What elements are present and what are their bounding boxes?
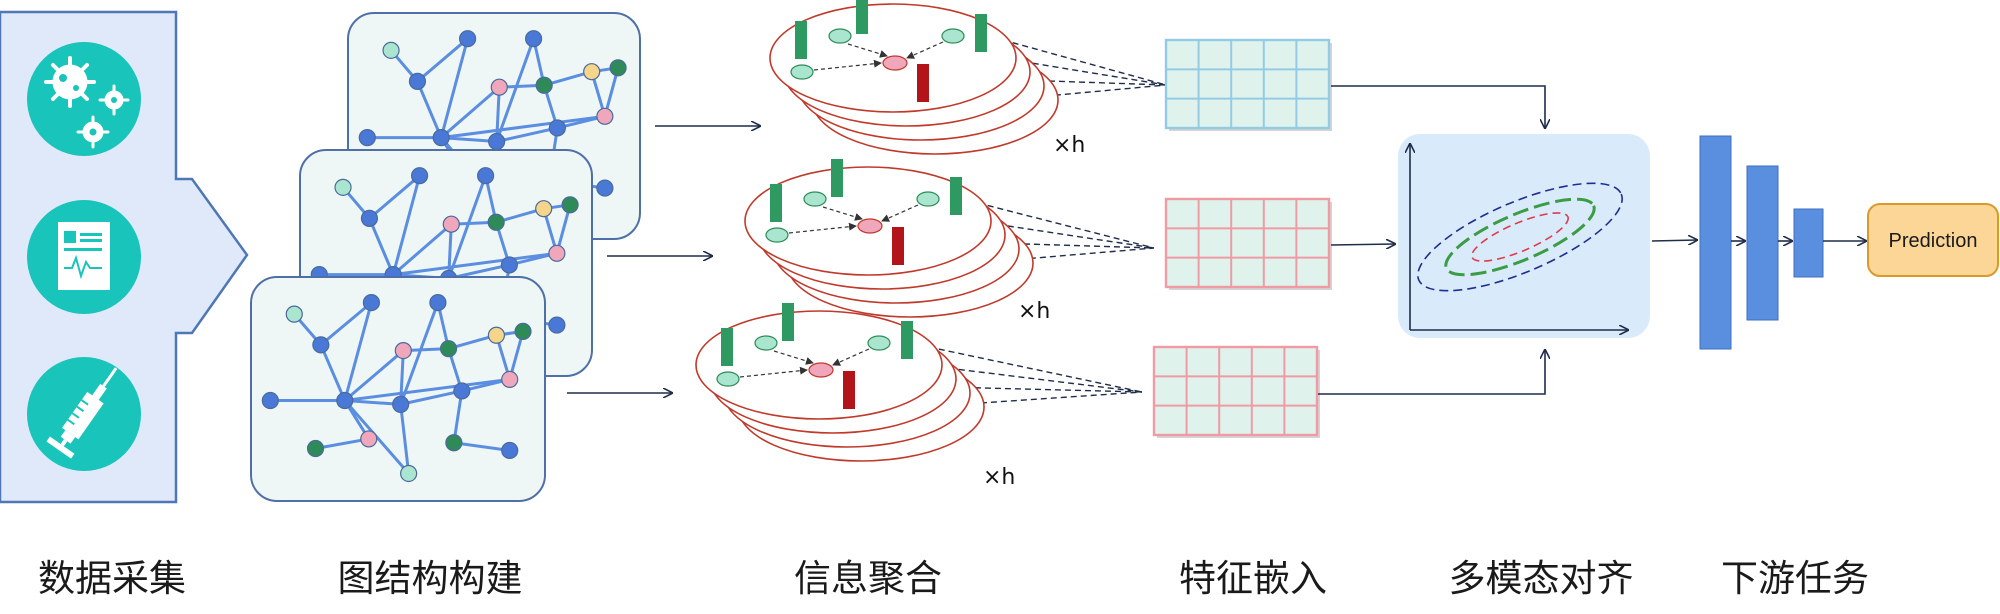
graph-node xyxy=(583,63,601,81)
prediction-label: Prediction xyxy=(1889,230,1978,252)
aggregation-stack: ×h xyxy=(744,159,1155,324)
graph-node xyxy=(306,439,325,458)
embedding-grids xyxy=(1152,38,1332,438)
graph-node xyxy=(477,167,495,185)
graph-node xyxy=(392,395,410,413)
graph-node xyxy=(360,430,378,448)
graph-node xyxy=(261,391,279,410)
graph-node xyxy=(400,464,418,483)
graph-node xyxy=(490,78,508,96)
graph-node xyxy=(514,322,532,340)
graph-node xyxy=(459,30,477,48)
stage-label-data-collection: 数据采集 xyxy=(38,557,186,600)
graph-node xyxy=(360,209,379,227)
graph-structures xyxy=(250,12,641,502)
graph-card xyxy=(250,276,546,502)
graph-node xyxy=(442,215,460,233)
graph-node xyxy=(358,129,376,147)
graph-node xyxy=(487,213,505,231)
graph-node xyxy=(524,30,543,48)
stage-label-embedding: 特征嵌入 xyxy=(1179,557,1327,600)
alignment-plot xyxy=(1398,134,1650,338)
syringe-icon xyxy=(27,357,141,471)
graph-node xyxy=(596,179,614,197)
graph-node xyxy=(596,107,614,125)
graph-node xyxy=(488,132,506,151)
graph-node xyxy=(548,119,566,137)
graph-node xyxy=(445,434,463,452)
graph-node xyxy=(453,382,471,400)
graph-node xyxy=(535,200,553,218)
graph-node xyxy=(548,244,566,262)
graph-node xyxy=(501,370,519,388)
graph-node xyxy=(411,167,429,185)
alignment-to-task-arrow xyxy=(1651,240,1697,241)
graph-node xyxy=(432,129,450,147)
prediction-box: Prediction xyxy=(1867,203,1999,277)
graph-node xyxy=(561,196,579,214)
graph-node xyxy=(382,41,400,59)
graph-to-aggregation-arrows xyxy=(567,126,760,393)
graph-node xyxy=(439,340,458,358)
graph-node xyxy=(535,76,553,94)
stage-label-downstream-task: 下游任务 xyxy=(1721,557,1869,600)
medical-record-icon xyxy=(27,200,141,314)
aggregation-stack: ×h xyxy=(695,303,1143,490)
heads-label: ×h xyxy=(1018,299,1050,324)
graph-node xyxy=(487,326,506,344)
aggregation-stack: ×h xyxy=(769,0,1167,158)
aggregation-stacks: ×h ×h ×h xyxy=(695,0,1167,490)
stage-label-graph-construction: 图结构构建 xyxy=(337,557,523,600)
embedding-grid xyxy=(1152,345,1320,438)
graph-node xyxy=(609,59,627,77)
data-collection-panel xyxy=(0,10,249,504)
graph-node xyxy=(501,441,519,460)
graph-node xyxy=(408,72,427,90)
heads-label: ×h xyxy=(983,465,1015,490)
bacteria-icon xyxy=(27,42,141,156)
graph-node xyxy=(285,305,303,323)
graph-node xyxy=(312,336,330,354)
stage-label-aggregation: 信息聚合 xyxy=(794,557,942,600)
embedding-grid xyxy=(1164,197,1332,290)
graph-node xyxy=(548,316,566,334)
graph-node xyxy=(362,294,380,312)
graph-node xyxy=(429,294,447,312)
stage-label-alignment: 多模态对齐 xyxy=(1448,557,1634,600)
graph-node xyxy=(336,391,354,410)
embedding-grid xyxy=(1164,38,1332,131)
graph-node xyxy=(394,342,412,360)
graph-node xyxy=(334,178,352,196)
graph-node xyxy=(500,256,518,274)
heads-label: ×h xyxy=(1053,133,1085,158)
task-network xyxy=(1699,135,1866,350)
embedding-to-alignment-arrows xyxy=(1318,85,1545,395)
